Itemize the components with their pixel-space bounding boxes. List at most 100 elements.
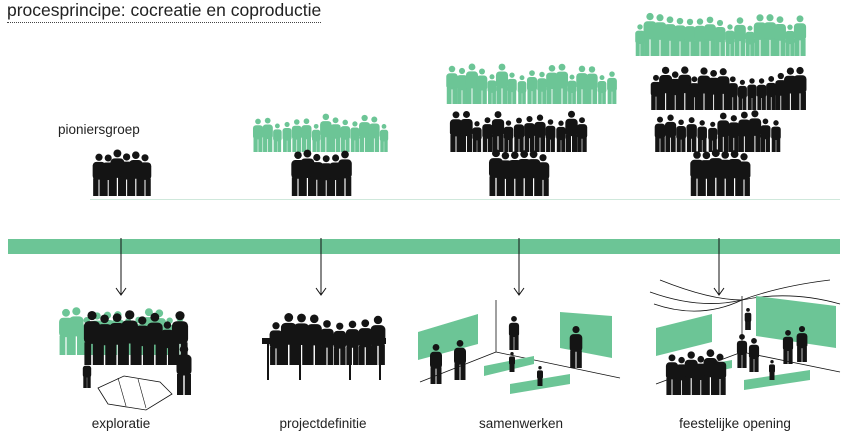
stage-label-feestelijke-opening: feestelijke opening	[679, 416, 791, 431]
person-silhouette-icon	[487, 74, 497, 104]
person-silhouette-icon	[785, 24, 795, 56]
person-silhouette-icon	[748, 110, 762, 152]
person-silhouette-icon	[694, 18, 706, 56]
person-silhouette-icon	[796, 326, 808, 362]
person-silhouette-icon	[676, 119, 686, 152]
person-silhouette-icon	[576, 65, 588, 104]
crowds-group	[92, 12, 807, 196]
down-arrow-icon	[315, 238, 327, 296]
person-silhouette-icon	[684, 18, 696, 56]
person-silhouette-icon	[350, 121, 360, 152]
person-silhouette-icon	[635, 24, 645, 56]
person-silhouette-icon	[537, 366, 543, 386]
person-silhouette-icon	[716, 68, 730, 110]
person-silhouette-icon	[717, 112, 730, 152]
down-arrow-icon	[115, 238, 127, 296]
scenes-group	[59, 279, 841, 411]
person-silhouette-icon	[330, 117, 341, 152]
person-silhouette-icon	[96, 314, 113, 365]
scene-samenwerken	[418, 300, 621, 394]
person-silhouette-icon	[774, 16, 786, 56]
person-silhouette-icon	[359, 114, 371, 152]
person-silhouette-icon	[643, 12, 657, 56]
person-silhouette-icon	[513, 117, 525, 152]
person-silhouette-icon	[727, 76, 738, 110]
person-silhouette-icon	[556, 120, 566, 152]
person-silhouette-icon	[454, 340, 466, 380]
person-silhouette-icon	[546, 64, 558, 104]
person-silhouette-icon	[252, 118, 264, 152]
person-silhouette-icon	[338, 150, 352, 196]
person-silhouette-icon	[607, 71, 617, 104]
page-title: procesprincipe: cocreatie en coproductie	[7, 0, 322, 23]
person-silhouette-icon	[697, 120, 707, 152]
stage-label-samenwerken: samenwerken	[478, 416, 564, 431]
person-silhouette-icon	[545, 119, 556, 152]
person-silhouette-icon	[446, 65, 458, 104]
person-silhouette-icon	[320, 113, 332, 152]
person-silhouette-icon	[379, 124, 389, 152]
person-silhouette-icon	[782, 330, 794, 364]
person-silhouette-icon	[430, 344, 442, 384]
person-silhouette-icon	[262, 117, 273, 152]
person-silhouette-icon	[738, 111, 751, 152]
person-silhouette-icon	[737, 79, 747, 110]
person-silhouette-icon	[508, 316, 520, 350]
person-silhouette-icon	[310, 153, 324, 196]
person-silhouette-icon	[713, 353, 727, 395]
down-arrow-icon	[713, 238, 725, 296]
person-silhouette-icon	[569, 326, 583, 368]
person-silhouette-icon	[109, 313, 125, 365]
person-silhouette-icon	[176, 345, 192, 395]
person-silhouette-icon	[472, 121, 482, 152]
person-silhouette-icon	[576, 117, 588, 152]
person-silhouette-icon	[704, 16, 716, 56]
person-silhouette-icon	[664, 16, 676, 56]
person-silhouette-icon	[771, 120, 781, 152]
person-silhouette-icon	[769, 360, 775, 380]
person-silhouette-icon	[793, 66, 807, 110]
scene-projectdefinitie	[262, 313, 386, 380]
person-silhouette-icon	[567, 74, 577, 104]
person-silhouette-icon	[517, 75, 527, 104]
person-silhouette-icon	[273, 123, 282, 152]
person-silhouette-icon	[684, 351, 698, 395]
person-silhouette-icon	[756, 78, 767, 110]
person-silhouette-icon	[537, 71, 547, 104]
person-silhouette-icon	[134, 316, 150, 365]
scene-feestelijke-opening	[649, 279, 841, 395]
person-silhouette-icon	[524, 115, 535, 152]
stage-label-exploratie: exploratie	[91, 416, 151, 431]
person-silhouette-icon	[734, 17, 746, 56]
person-silhouette-icon	[669, 71, 681, 110]
person-silhouette-icon	[311, 123, 321, 152]
person-silhouette-icon	[121, 310, 138, 365]
person-silhouette-icon	[536, 154, 550, 196]
person-silhouette-icon	[659, 66, 673, 110]
person-silhouette-icon	[760, 118, 771, 152]
person-silhouette-icon	[456, 67, 468, 104]
person-silhouette-icon	[160, 321, 174, 365]
person-silhouette-icon	[708, 121, 718, 152]
person-silhouette-icon	[665, 354, 679, 395]
person-silhouette-icon	[650, 74, 662, 110]
arrows-group	[115, 238, 725, 296]
person-silhouette-icon	[597, 75, 607, 104]
person-silhouette-icon	[171, 311, 189, 365]
person-silhouette-icon	[707, 69, 720, 110]
timeline-band	[8, 239, 840, 254]
person-silhouette-icon	[737, 153, 751, 196]
person-silhouette-icon	[82, 360, 92, 388]
person-silhouette-icon	[674, 17, 686, 56]
person-silhouette-icon	[697, 67, 711, 110]
person-silhouette-icon	[507, 72, 517, 104]
person-silhouette-icon	[725, 24, 735, 56]
person-silhouette-icon	[675, 356, 688, 395]
person-silhouette-icon	[747, 78, 757, 110]
pioneer-group-label: pioniersgroep	[58, 122, 140, 137]
person-silhouette-icon	[291, 119, 302, 152]
person-silhouette-icon	[465, 63, 479, 104]
person-silhouette-icon	[703, 349, 718, 395]
person-silhouette-icon	[503, 120, 514, 152]
